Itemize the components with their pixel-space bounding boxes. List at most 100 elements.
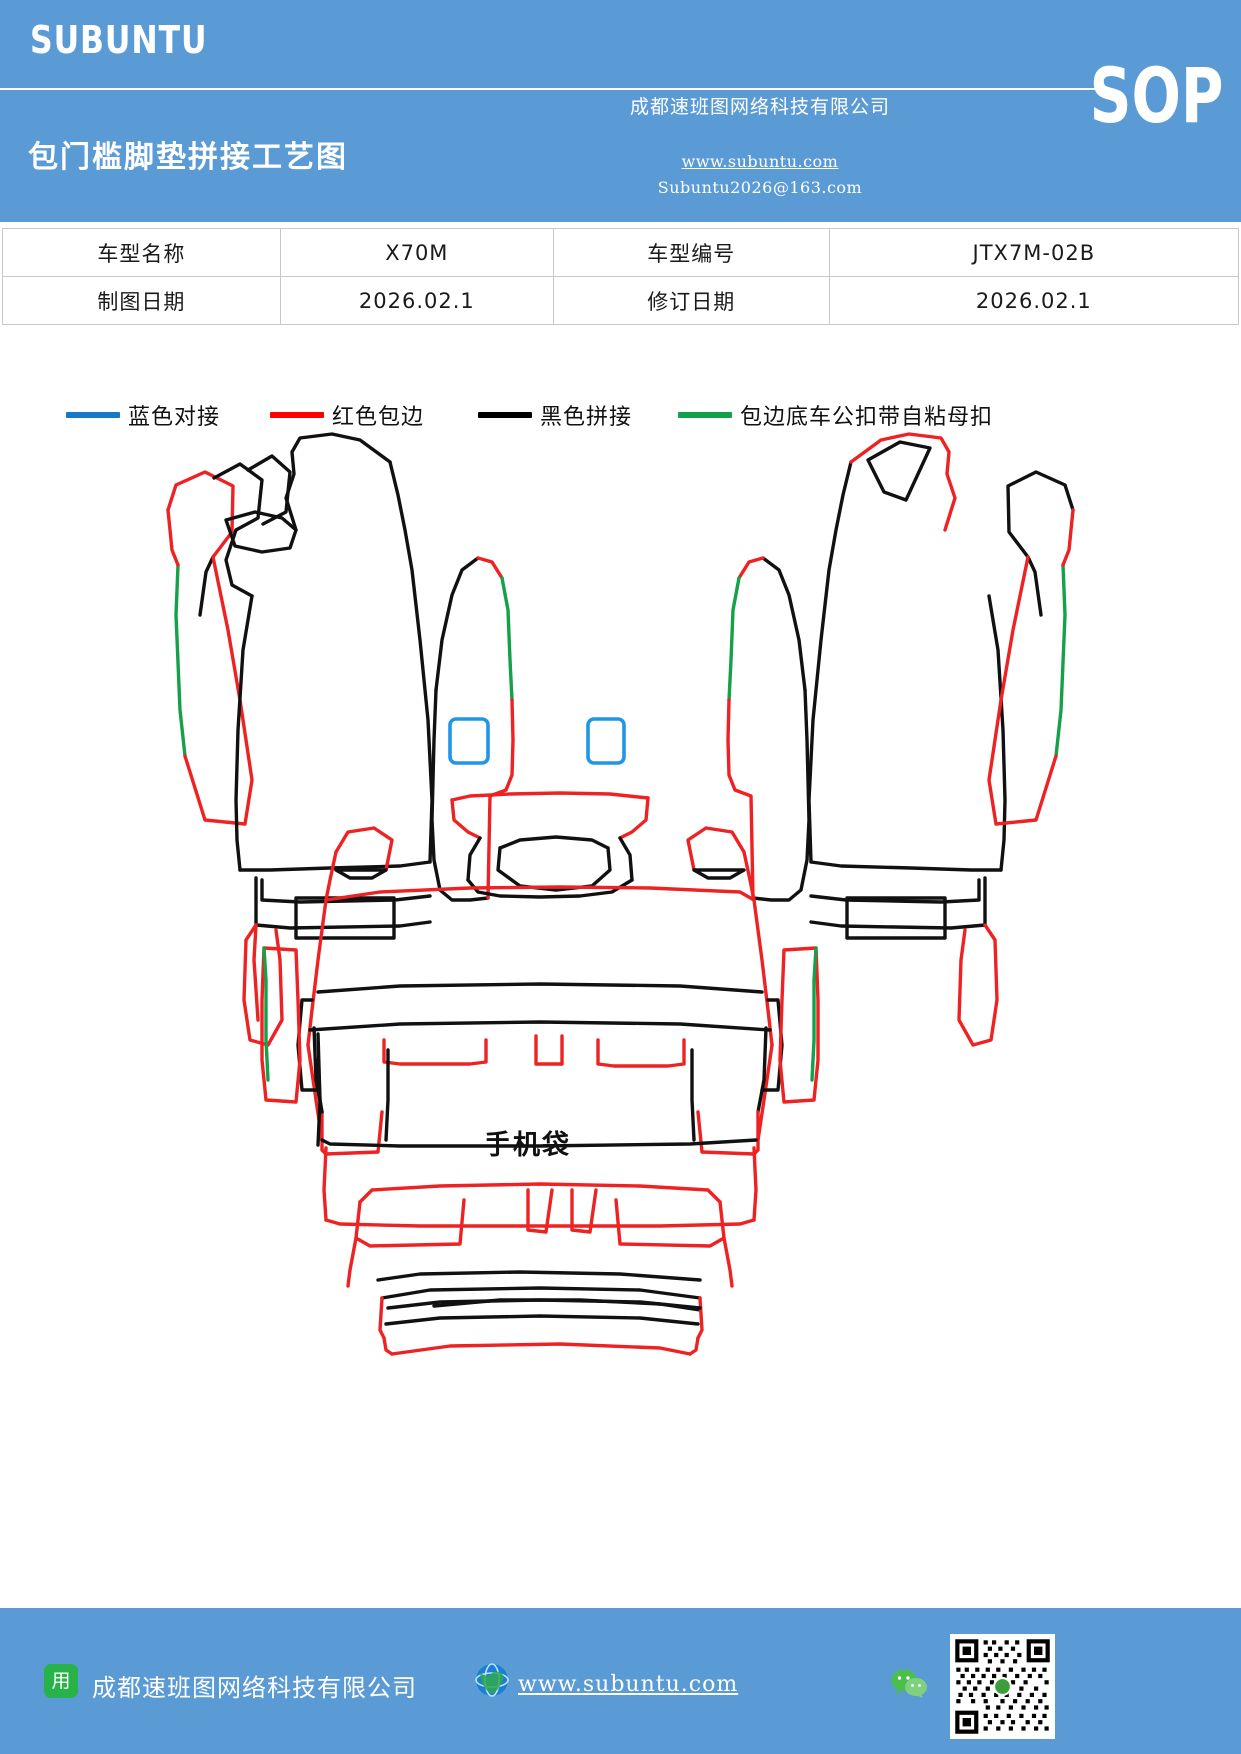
left-center-panel-topleft (434, 556, 480, 692)
left-front-mat-top (284, 432, 392, 532)
table-row: 车型名称 X70M 车型编号 JTX7M-02B (2, 228, 1240, 277)
rear-left-outer-green (262, 946, 270, 1082)
header-company-name: 成都速班图网络科技有限公司 (629, 96, 890, 118)
app-icon-glyph: 用 (51, 1670, 71, 1692)
tunnel-left-black (466, 836, 482, 882)
right-center-panel-right (751, 688, 811, 902)
rear-flap-right-inner (690, 1048, 696, 1142)
trunk-mat-slot-right (570, 1188, 598, 1234)
right-front-mat-wedge (866, 440, 932, 502)
rear-rail-center (534, 1034, 564, 1066)
page-title: 包门槛脚垫拼接工艺图 (28, 141, 348, 174)
tunnel-right-black (618, 836, 634, 882)
legend-item-red: 红色包边 (270, 395, 424, 435)
header-website-link[interactable]: www.subuntu.com (681, 152, 839, 171)
legend-swatch-red-icon (270, 412, 324, 418)
phone-pocket-label: 手机袋 (484, 1130, 571, 1161)
rear-lower-top (320, 1138, 758, 1148)
legend-label-red: 红色包边 (332, 405, 425, 430)
left-outer-strip-green (174, 563, 187, 758)
revision-date-value: 2026.02.1 (828, 276, 1240, 325)
trunk-mat-left-edge (346, 1236, 358, 1288)
trunk-mat-right-hook (614, 1198, 726, 1248)
rear-right-wing-red (686, 826, 746, 872)
right-outer-strip-red-right (1061, 508, 1075, 567)
draw-date-value: 2026.02.1 (279, 276, 554, 325)
qr-code (950, 1634, 1055, 1739)
footer-company-name: 成都速班图网络科技有限公司 (92, 1674, 417, 1702)
left-mat-tail (242, 923, 284, 1047)
left-mat-inner-band (260, 878, 432, 904)
legend-label-green: 包边底车公扣带自粘母扣 (740, 405, 994, 430)
left-wedge-c (224, 510, 298, 554)
tunnel-right-red (618, 796, 650, 840)
right-front-mat-left-edge (807, 460, 853, 864)
footer-website-link[interactable]: www.subuntu.com (518, 1672, 739, 1697)
right-center-panel-left-red (726, 698, 755, 900)
wechat-icon (891, 1669, 927, 1698)
rear-mat-seam-2 (308, 1020, 772, 1032)
header-divider (0, 88, 1095, 90)
legend-item-black: 黑色拼接 (478, 395, 632, 435)
left-wedge-d (224, 528, 254, 598)
left-center-panel-left (430, 688, 490, 902)
legend-label-black: 黑色拼接 (540, 405, 633, 430)
tunnel-inner-arc (498, 835, 610, 850)
rear-left-wing-black (334, 868, 388, 880)
left-outer-strip-red-edge (166, 470, 235, 559)
legend-label-blue: 蓝色对接 (128, 405, 221, 430)
rear-left-outer-block (260, 946, 302, 1104)
rear-rail-left (382, 1038, 488, 1066)
rear-right-wing-tail (742, 850, 756, 902)
left-wedge-a (212, 462, 264, 532)
left-center-panel-right-red (486, 698, 515, 900)
rear-right-wing-black (692, 868, 746, 880)
right-front-mat-top-red (849, 432, 957, 532)
rear-mat-left-edge (306, 898, 328, 1047)
rear-mat-right-edge (752, 898, 774, 1047)
phone-pocket-box-right (586, 717, 626, 765)
model-code-label: 车型编号 (552, 228, 830, 277)
rear-mat-seam-1 (316, 982, 764, 994)
rear-mat-top-edge (324, 885, 756, 902)
left-front-mat-bottom (238, 860, 432, 872)
left-center-panel-green (500, 576, 514, 702)
trunk-mat-right-edge (722, 1236, 734, 1288)
rear-right-outer-green (810, 946, 818, 1082)
tunnel-top-red (450, 791, 650, 802)
left-outer-strip-black (198, 555, 215, 617)
trunk-mat-slot-left (526, 1188, 554, 1234)
left-outer-strip-red-bottom (183, 555, 254, 826)
right-center-panel-green (727, 576, 741, 702)
rear-right-outer-block (778, 946, 820, 1104)
legend-item-green: 包边底车公扣带自粘母扣 (678, 395, 993, 435)
legend-item-blue: 蓝色对接 (66, 395, 220, 435)
floor-mat-pattern-diagram: 手机袋 (0, 400, 1241, 1400)
rear-lower-left-red (322, 1146, 328, 1222)
trunk-mat-left-hook (354, 1198, 466, 1248)
model-name-value: X70M (279, 228, 554, 277)
rear-mat-right-edge-2 (756, 1043, 774, 1142)
brand-logo: SUBUNTU (30, 18, 208, 62)
legend: 蓝色对接 红色包边 黑色拼接 包边底车公扣带自粘母扣 (0, 395, 1241, 435)
trunk-bottom-left (382, 1336, 394, 1356)
rear-left-wing-tail (324, 850, 338, 902)
right-mat-inner-band-2 (809, 876, 987, 930)
trunk-band-2 (380, 1286, 702, 1300)
left-front-mat-right-edge (388, 460, 434, 864)
left-mat-tail-red-left (252, 923, 260, 1022)
right-mat-tail (957, 923, 999, 1047)
revision-date-label: 修订日期 (552, 276, 830, 325)
rear-flap-left (320, 1110, 384, 1156)
header-email[interactable]: Subuntu2026@163.com (657, 178, 863, 197)
left-front-mat-left-edge (234, 594, 254, 872)
rear-lower-bottom (324, 1218, 756, 1228)
phone-pocket-box-left (448, 717, 490, 765)
trunk-band-5 (384, 1314, 700, 1326)
right-mat-heel-pad (845, 896, 947, 940)
left-outer-strip-red-left (166, 508, 180, 567)
legend-swatch-green-icon (678, 412, 732, 418)
right-outer-strip-black-edge (1006, 470, 1075, 559)
vehicle-info-table: 车型名称 X70M 车型编号 JTX7M-02B 制图日期 2026.02.1 … (2, 228, 1240, 325)
right-center-panel-topright (761, 556, 807, 692)
